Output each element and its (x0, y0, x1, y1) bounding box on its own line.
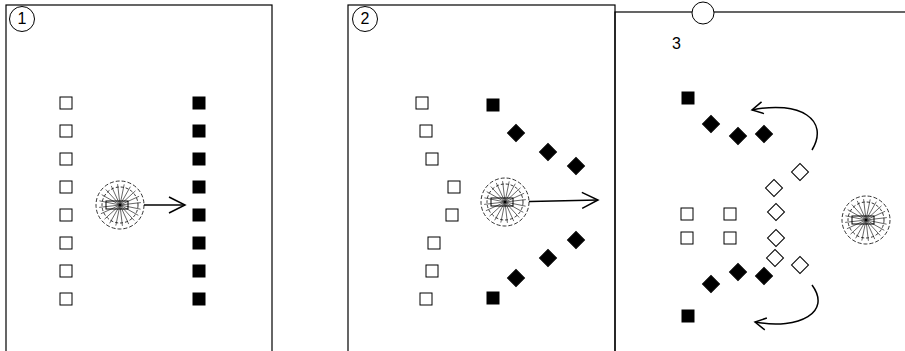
propeller (481, 178, 529, 226)
particle-square (792, 164, 809, 181)
particle-square (193, 265, 205, 277)
empty-circle (692, 2, 714, 24)
particle-square (756, 268, 773, 285)
particle-square (420, 125, 432, 137)
particle-square (756, 126, 773, 143)
particle-square (193, 237, 205, 249)
particle-square (487, 99, 499, 111)
particle-square (426, 265, 438, 277)
particle-square (682, 92, 694, 104)
particle-square (681, 232, 693, 244)
particle-square (60, 237, 72, 249)
particle-square (508, 270, 525, 287)
step-number: 3 (672, 36, 681, 52)
particle-square (681, 208, 693, 220)
particle-square (60, 181, 72, 193)
particle-square (767, 250, 784, 267)
particle-square (193, 97, 205, 109)
step-number-circle: 2 (352, 6, 378, 32)
curved-arrow (752, 107, 817, 150)
particle-square (426, 153, 438, 165)
particle-square (703, 276, 720, 293)
particle-square (540, 144, 557, 161)
particle-square (60, 209, 72, 221)
particle-square (682, 310, 694, 322)
propeller (96, 181, 144, 229)
particle-square (730, 264, 747, 281)
particle-square (768, 204, 785, 221)
particle-square (193, 125, 205, 137)
particle-square (60, 293, 72, 305)
particle-square (60, 153, 72, 165)
particle-square (540, 250, 557, 267)
particle-square (446, 209, 458, 221)
particle-square (60, 97, 72, 109)
step-number: 2 (361, 11, 370, 27)
panel-frame (615, 12, 905, 351)
particle-square (724, 232, 736, 244)
particle-square (448, 181, 460, 193)
panel-frame (348, 5, 615, 351)
particle-square (60, 265, 72, 277)
particle-square (724, 208, 736, 220)
particle-square (428, 237, 440, 249)
particle-square (508, 125, 525, 142)
particle-square (768, 230, 785, 247)
step-number-circle: 1 (9, 6, 35, 32)
particle-square (420, 293, 432, 305)
particle-square (568, 232, 585, 249)
particle-square (487, 292, 499, 304)
particle-square (766, 180, 783, 197)
step-number: 1 (18, 11, 27, 27)
propeller (842, 196, 890, 244)
particle-square (730, 128, 747, 145)
particle-square (193, 181, 205, 193)
particle-square (193, 153, 205, 165)
particle-square (60, 125, 72, 137)
particle-square (568, 158, 585, 175)
panel-frame (6, 5, 272, 351)
particle-square (193, 209, 205, 221)
particle-square (703, 116, 720, 133)
curved-arrow (755, 285, 818, 324)
particle-square (193, 293, 205, 305)
particle-square (416, 97, 428, 109)
particle-square (792, 257, 809, 274)
